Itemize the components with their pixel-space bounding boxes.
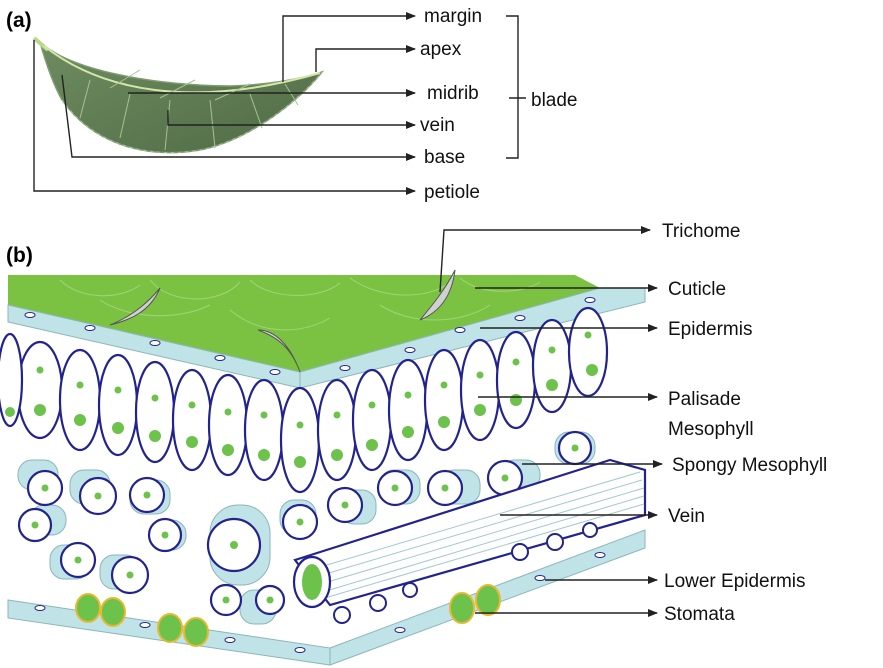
- label-palisade-mesophyll: Mesophyll: [668, 419, 754, 440]
- label-blade: blade: [531, 90, 578, 111]
- panel-a-tag: (a): [6, 9, 32, 32]
- leaf-illustration: [34, 38, 322, 153]
- label-vein-a: vein: [420, 115, 455, 136]
- leaf-cross-section: [0, 270, 645, 665]
- panel-b-tag: (b): [6, 244, 33, 267]
- label-margin: margin: [424, 6, 482, 27]
- label-trichome: Trichome: [662, 221, 740, 242]
- label-stomata: Stomata: [664, 604, 735, 625]
- label-base: base: [424, 147, 465, 168]
- label-palisade: Palisade: [668, 389, 741, 410]
- label-apex: apex: [420, 39, 462, 60]
- label-epidermis: Epidermis: [668, 319, 752, 340]
- label-cuticle: Cuticle: [668, 279, 726, 300]
- label-petiole: petiole: [424, 182, 480, 203]
- label-lower-epidermis: Lower Epidermis: [664, 571, 806, 592]
- label-spongy-mesophyll: Spongy Mesophyll: [672, 455, 827, 476]
- label-midrib: midrib: [427, 83, 479, 104]
- label-vein-b: Vein: [668, 506, 705, 527]
